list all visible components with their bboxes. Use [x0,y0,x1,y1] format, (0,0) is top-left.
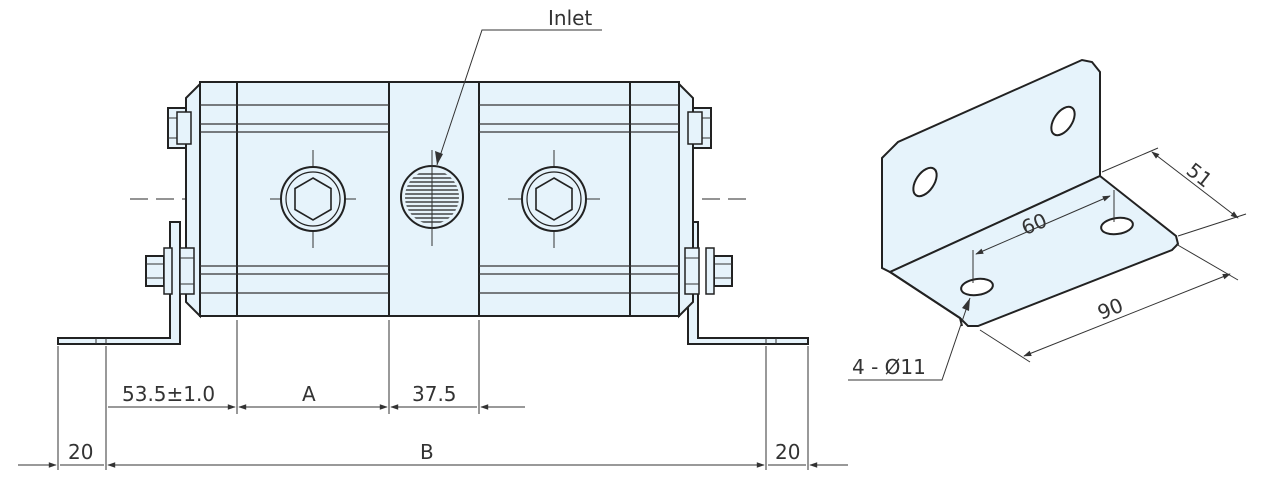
inlet-callout: Inlet [435,6,602,166]
left-bracket [57,221,181,345]
dim-overall-b: B [420,440,434,464]
inlet-label: Inlet [548,6,592,30]
bracket-vertical-wall [881,58,1101,274]
wall-hole-right [1050,105,1076,137]
front-view: Inlet 53.5±1.0 A 37.5 [18,6,848,470]
dim-left-offset: 53.5±1.0 [122,382,215,406]
right-bolts [684,107,733,295]
left-bolts [145,107,195,295]
left-port [270,150,356,248]
dim-right-foot: 20 [775,440,800,464]
dim-a: A [302,382,316,406]
dim-row-upper: 53.5±1.0 A 37.5 [108,382,525,410]
right-port [508,150,600,248]
wall-hole-left [912,166,938,198]
dim-holes: 4 - Ø11 [852,355,926,379]
inlet-port [400,150,464,246]
base-hole-front [960,277,994,297]
dim-center-spacing: 37.5 [412,382,457,406]
hole-callout: 4 - Ø11 [848,297,971,381]
dim-51: 51 [1182,158,1217,193]
dim-90: 90 [1094,293,1127,325]
bracket-view: 51 60 90 4 - Ø11 [848,58,1247,381]
dim-left-foot: 20 [68,440,93,464]
right-bracket [687,221,809,345]
dim-row-lower: 20 B 20 [18,440,848,468]
extension-lines [57,320,809,470]
